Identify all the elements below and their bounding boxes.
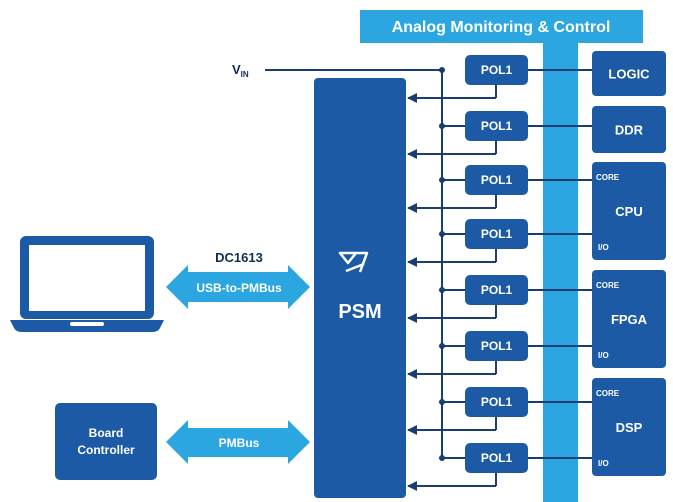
pol-row: POL1	[407, 443, 592, 491]
linear-tech-logo-icon	[338, 251, 369, 273]
core-label: CORE	[596, 281, 620, 290]
psm-block	[314, 78, 406, 498]
load-name: CPU	[615, 204, 642, 219]
pol-block	[465, 111, 528, 141]
pol-row: POL1	[407, 387, 592, 435]
load-name: DDR	[615, 123, 644, 138]
pol-row: POL1	[407, 331, 592, 379]
pol-block	[465, 219, 528, 249]
core-label: CORE	[596, 173, 620, 182]
pol-block	[465, 331, 528, 361]
pmbus-link-label: PMBus	[219, 436, 260, 450]
pol-block	[465, 275, 528, 305]
load-name: DSP	[616, 420, 643, 435]
board-controller-line2: Controller	[77, 443, 135, 457]
core-label: CORE	[596, 389, 620, 398]
pol-label: POL1	[481, 63, 513, 77]
vin-label: VIN	[232, 62, 249, 79]
io-label: I/O	[598, 351, 609, 360]
load-blocks: LOGIC DDR CPU CORE I/O FPGA CORE I/O DSP CORE I/O	[592, 51, 666, 476]
load-cpu: CPU CORE I/O	[592, 162, 666, 260]
pol-row: POL1	[407, 275, 592, 323]
load-block	[592, 106, 666, 153]
io-label: I/O	[598, 459, 609, 468]
laptop-icon	[10, 236, 164, 332]
pol-label: POL1	[481, 339, 513, 353]
pol-label: POL1	[481, 227, 513, 241]
load-block	[592, 378, 666, 476]
load-fpga: FPGA CORE I/O	[592, 270, 666, 368]
pol-label: POL1	[481, 451, 513, 465]
pol-label: POL1	[481, 283, 513, 297]
pol-block	[465, 443, 528, 473]
usb-link-title: DC1613	[215, 250, 263, 265]
pol-block	[465, 165, 528, 195]
header-banner	[360, 10, 643, 43]
board-controller-line1: Board	[89, 426, 124, 440]
load-dsp: DSP CORE I/O	[592, 378, 666, 476]
junction-dot	[439, 67, 445, 73]
usb-link-label: USB-to-PMBus	[196, 281, 282, 295]
pol-row: POL1	[407, 165, 592, 213]
pmbus-link-arrow	[166, 420, 310, 464]
load-logic: LOGIC	[592, 51, 666, 96]
load-ddr: DDR	[592, 106, 666, 153]
pol-label: POL1	[481, 173, 513, 187]
pol-row: POL1	[407, 55, 592, 103]
load-name: LOGIC	[608, 67, 650, 82]
usb-link-arrow	[166, 265, 310, 309]
pol-row: POL1	[407, 111, 592, 159]
pol-row: POL1	[407, 219, 592, 267]
io-label: I/O	[598, 243, 609, 252]
psm-label: PSM	[338, 301, 381, 323]
pol-block	[465, 55, 528, 85]
load-block	[592, 162, 666, 260]
header-title: Analog Monitoring & Control	[392, 19, 611, 36]
board-controller-block	[55, 403, 157, 480]
load-name: FPGA	[611, 312, 648, 327]
pol-label: POL1	[481, 395, 513, 409]
load-block	[592, 270, 666, 368]
analog-bus-bar	[543, 43, 578, 502]
pol-block	[465, 387, 528, 417]
pol-label: POL1	[481, 119, 513, 133]
load-block	[592, 51, 666, 96]
